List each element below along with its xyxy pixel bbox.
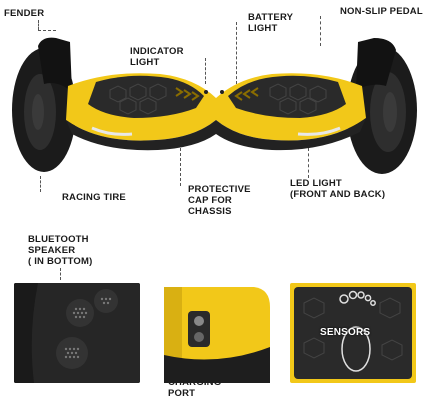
inset-sensors: SENSORS [290,283,416,383]
led-light-left [91,126,133,136]
label-bluetooth-speaker: BLUETOOTH SPEAKER ( IN BOTTOM) [28,234,93,267]
label-sensors: SENSORS [320,327,371,338]
led-line [308,148,309,178]
speaker-grille [14,283,140,383]
left-fender [38,37,72,92]
power-button-icon [194,332,204,342]
speaker-line [60,268,61,280]
charging-port-icon [194,316,204,326]
battery-line [236,22,237,84]
footprint-icon [339,290,376,372]
indicator-line [205,58,206,84]
label-battery-light: BATTERY LIGHT [248,12,294,34]
fender-hline [38,30,56,31]
pedal-texture [109,83,327,115]
fender-line [38,20,39,30]
battery-light-dot [220,90,224,94]
power-port-closeup [158,283,284,383]
label-racing-tire: RACING TIRE [62,192,126,203]
label-led-light: LED LIGHT (FRONT AND BACK) [290,178,386,200]
chevron-decals [175,87,259,101]
right-fender [356,38,396,90]
pedal-line [320,16,321,46]
chassis-underside [66,118,366,151]
inset-power-port [158,283,284,383]
label-protective-cap: PROTECTIVE CAP FOR CHASSIS [188,184,251,217]
inset-bluetooth-speaker [14,283,140,383]
racing-tire-line [40,176,41,192]
label-fender: FENDER [4,8,45,19]
sensor-pad [290,283,416,383]
label-indicator-light: INDICATOR LIGHT [130,46,184,68]
label-non-slip-pedal: NON-SLIP PEDAL [340,6,423,17]
protective-line [180,148,181,186]
indicator-light-dot [204,90,208,94]
led-light-right [297,126,341,136]
